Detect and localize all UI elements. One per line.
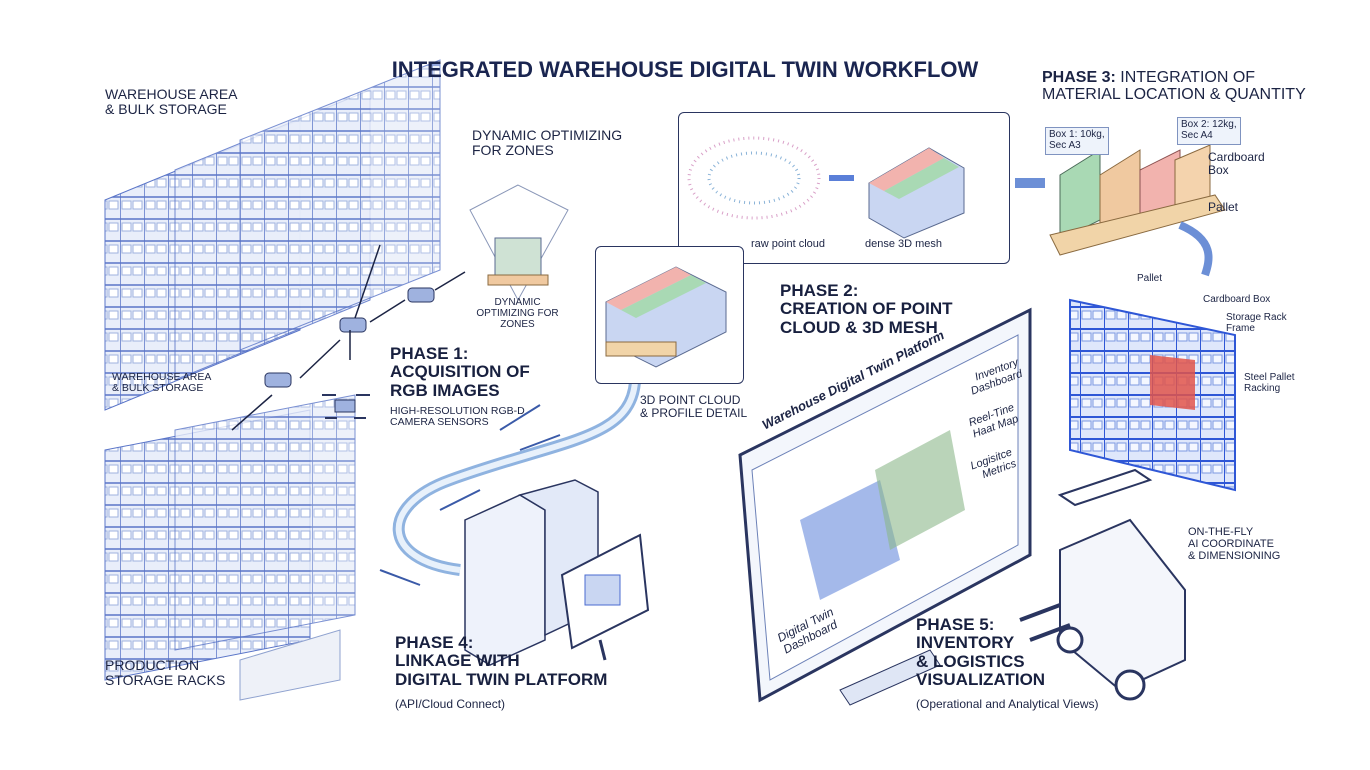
workstation-monitor-icon: [560, 533, 650, 661]
zones-label: DYNAMIC OPTIMIZING FOR ZONES: [472, 127, 623, 159]
phase4-subtitle: (API/Cloud Connect): [395, 697, 506, 711]
point-cloud-detail-panel: [595, 246, 744, 384]
phase4-title: PHASE 4: LINKAGE WITH DIGITAL TWIN PLATF…: [395, 633, 608, 689]
page-title: INTEGRATED WAREHOUSE DIGITAL TWIN WORKFL…: [391, 57, 979, 82]
production-racks-label: PRODUCTION STORAGE RACKS: [105, 657, 226, 689]
rack-frame-label: Storage Rack Frame: [1226, 312, 1287, 334]
pallet-label: Pallet: [1208, 200, 1239, 214]
production-racks: [104, 394, 356, 701]
phase3-title: PHASE 3: INTEGRATION OF MATERIAL LOCATIO…: [1042, 69, 1306, 104]
camera-icon: [339, 317, 367, 333]
phase1-title: PHASE 1: ACQUISITION OF RGB IMAGES: [390, 344, 530, 400]
camera-icon: [264, 372, 292, 388]
zones-label-small: DYNAMIC OPTIMIZING FOR ZONES: [476, 297, 559, 330]
forklift-icon: [1019, 468, 1186, 701]
phase5-title: PHASE 5: INVENTORY & LOGISTICS VISUALIZA…: [916, 615, 1046, 690]
box1-callout: Box 1: 10kg, Sec A3: [1045, 127, 1109, 155]
phase5-subtitle: (Operational and Analytical Views): [916, 697, 1099, 711]
point-cloud-detail-label: 3D POINT CLOUD & PROFILE DETAIL: [640, 393, 748, 420]
flow-arrows: [379, 404, 561, 586]
phase3-title-rest: INTEGRATION OF MATERIAL LOCATION & QUANT…: [1042, 69, 1306, 104]
phase3-title-bold: PHASE 3:: [1042, 69, 1116, 86]
drone-icon: [322, 394, 370, 419]
raw-point-cloud-label: raw point cloud: [751, 238, 825, 250]
phase1-subtitle: HIGH-RESOLUTION RGB-D CAMERA SENSORS: [390, 405, 525, 429]
camera-link-lines: [231, 244, 466, 431]
zone-optimizing-cube: [469, 184, 569, 302]
warehouse-area-label-small: WAREHOUSE AREA & BULK STORAGE: [112, 371, 212, 395]
rack-pallet-label: Pallet: [1137, 273, 1163, 284]
point-cloud-illustration: [687, 136, 965, 239]
profile-detail-illustration: [605, 266, 727, 368]
arrow-to-racks: [1178, 221, 1213, 277]
dashboard-monitor: [738, 307, 1032, 706]
rack-racking-label: Steel Pallet Racking: [1244, 372, 1295, 394]
cardboard-box-label: Cardboard Box: [1208, 150, 1265, 177]
warehouse-racks-top: [104, 59, 441, 411]
point-cloud-mesh-panel: raw point cloud dense 3D mesh: [678, 112, 1010, 264]
pallet-boxes-illustration: [1049, 144, 1226, 256]
storage-rack-highlighted: [1069, 298, 1236, 492]
phase2-title: PHASE 2: CREATION OF POINT CLOUD & 3D ME…: [780, 281, 953, 337]
rack-cardboard-label: Cardboard Box: [1203, 294, 1271, 305]
dense-mesh-label: dense 3D mesh: [865, 238, 943, 250]
forklift-label: ON-THE-FLY AI COORDINATE & DIMENSIONING: [1188, 526, 1281, 562]
box2-callout: Box 2: 12kg, Sec A4: [1177, 117, 1241, 145]
camera-icon: [407, 287, 435, 303]
warehouse-area-label: WAREHOUSE AREA & BULK STORAGE: [105, 86, 238, 118]
